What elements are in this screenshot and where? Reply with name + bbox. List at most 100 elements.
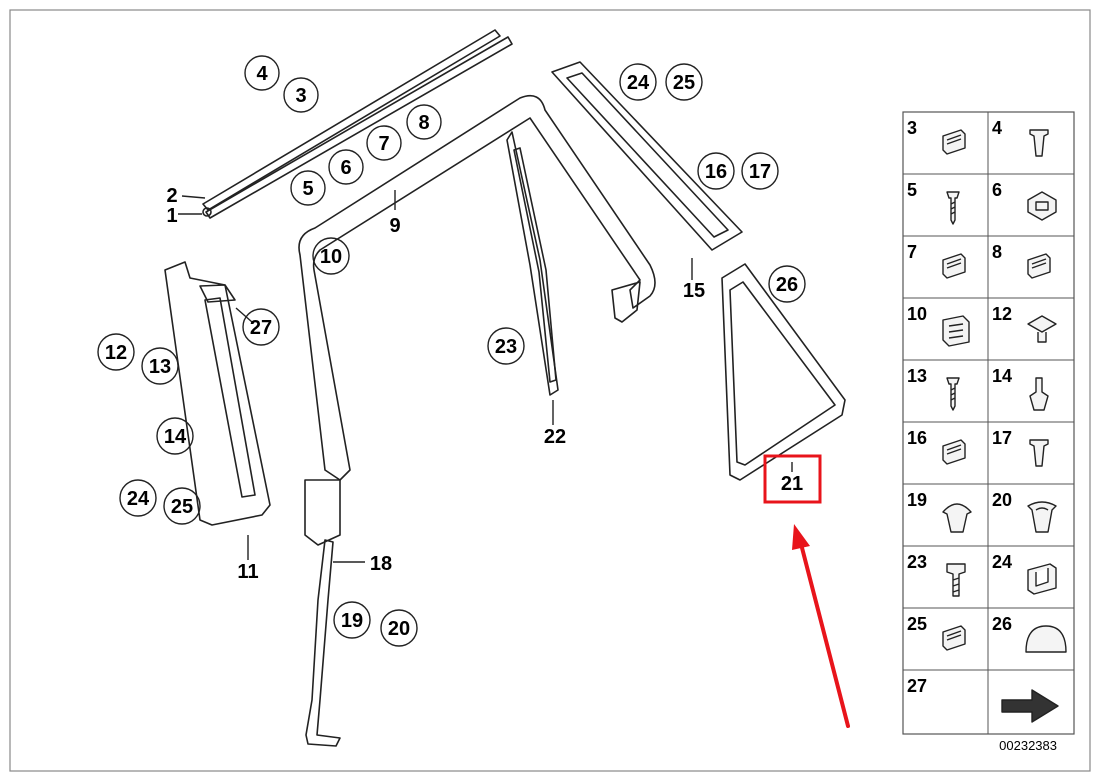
callout-text: 5 [302,178,313,200]
callout-text: 12 [105,342,127,364]
square-nut-icon [1027,315,1057,343]
highlight-box-21: 21 [763,454,822,504]
clip-icon [942,253,966,279]
clip-icon [942,129,966,155]
callout-27: 27 [242,308,280,346]
callout-text: 3 [295,85,306,107]
callout-text: 16 [705,161,727,183]
clip-icon [942,439,966,465]
callout-7: 7 [366,125,402,161]
callout-23: 23 [487,327,525,365]
push-button-icon [942,503,972,533]
diagram-border [9,9,1091,772]
callout-3: 3 [283,77,319,113]
legend-number: 27 [907,676,927,696]
label-18: 18 [370,553,392,575]
nut-clip-icon [1027,191,1057,221]
callout-4: 4 [244,55,280,91]
callout-text: 4 [256,63,268,85]
spring-clip-icon [1027,563,1057,595]
callout-5: 5 [290,170,326,206]
b-pillar-trim-part [164,261,271,526]
pillar-trim-strip-part [551,61,743,251]
callout-text: 24 [627,72,650,94]
callout-text: 7 [378,133,389,155]
legend-number: 12 [992,304,1012,324]
legend-number: 8 [992,242,1002,262]
callout-19: 19 [333,601,371,639]
legend-number: 25 [907,614,927,634]
callout-text: 10 [320,246,342,268]
callout-text: 25 [171,496,193,518]
legend-number: 10 [907,304,927,324]
callout-14: 14 [156,417,194,455]
glass-channel-part [506,131,559,396]
callout-text: 14 [164,426,187,448]
legend-number: 13 [907,366,927,386]
callout-25-left: 25 [163,487,201,525]
label-15: 15 [683,280,705,302]
label-11: 11 [237,561,258,583]
legend-number: 14 [992,366,1012,386]
callout-17: 17 [741,152,779,190]
top-rail-part [202,29,513,219]
label-2: 2 [166,185,177,207]
parts-legend: 00232383 3 4 5 6 7 8 10 12 13 14 16 17 19 20 23 24 25 26 2… [902,111,1075,753]
callout-8: 8 [406,104,442,140]
callout-text: 6 [340,157,351,179]
legend-number: 6 [992,180,1002,200]
callout-10: 10 [312,237,350,275]
bolt-icon [946,563,966,597]
label-1: 1 [166,205,177,227]
screw-icon [946,191,960,225]
legend-number: 16 [907,428,927,448]
reference-number: 00232383 [999,738,1057,753]
label-21: 21 [781,473,803,495]
callout-24-right: 24 [619,63,657,101]
seal-strip-part [305,539,341,747]
grommet-icon [1027,501,1057,533]
callout-text: 23 [495,336,517,358]
cap-icon [1025,625,1067,653]
callout-text: 8 [418,112,429,134]
callout-text: 13 [149,356,171,378]
legend-number: 19 [907,490,927,510]
plug-icon [1029,439,1049,467]
clip-icon [1027,253,1051,279]
bracket-clip-icon [942,315,970,347]
legend-number: 4 [992,118,1002,138]
callout-24-left: 24 [119,479,157,517]
callout-text: 27 [250,317,272,339]
quarter-glass-part [721,263,846,481]
callout-12: 12 [97,333,135,371]
plug-icon [1029,129,1049,157]
legend-number: 17 [992,428,1012,448]
screw-icon [946,377,960,411]
window-frame-part [298,94,656,546]
legend-number: 5 [907,180,917,200]
callout-20: 20 [380,609,418,647]
label-9: 9 [389,215,400,237]
callout-text: 25 [673,72,695,94]
legend-number: 3 [907,118,917,138]
callout-text: 17 [749,161,771,183]
callout-13: 13 [141,347,179,385]
callout-16: 16 [697,152,735,190]
legend-number: 20 [992,490,1012,510]
label-22: 22 [544,426,566,448]
legend-number: 26 [992,614,1012,634]
legend-number: 24 [992,552,1012,572]
callout-text: 26 [776,274,798,296]
legend-number: 23 [907,552,927,572]
red-pointer-arrow [792,524,850,728]
callout-6: 6 [328,149,364,185]
callout-text: 20 [388,618,410,640]
callout-26: 26 [768,265,806,303]
callout-25-right: 25 [665,63,703,101]
rivet-icon [1029,377,1049,411]
callout-text: 24 [127,488,150,510]
legend-number: 7 [907,242,917,262]
direction-arrow-icon [1001,689,1059,723]
clip-icon [942,625,966,651]
